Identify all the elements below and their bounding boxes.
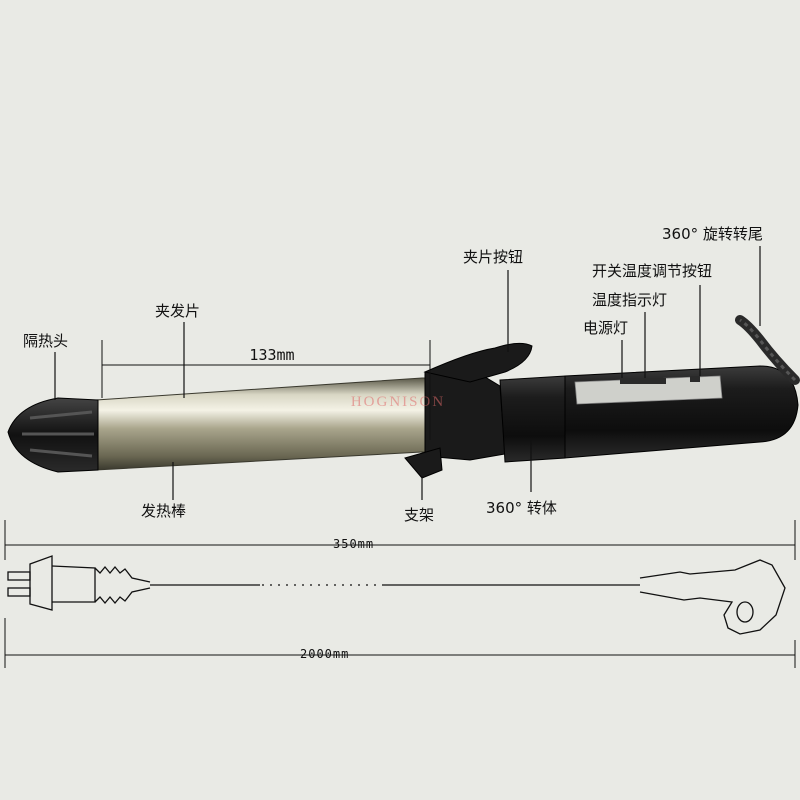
label-temp-indicator: 温度指示灯 (592, 291, 667, 309)
label-heating-rod: 发热棒 (141, 502, 186, 520)
cord-dimension: 2000mm (4, 618, 796, 668)
label-hair-clip: 夹发片 (155, 302, 200, 320)
label-power-light: 电源灯 (583, 319, 628, 337)
barrel-length-label: 133mm (249, 346, 294, 364)
barrel-dimension: 133mm (101, 340, 431, 440)
callout-lines (54, 246, 761, 500)
device-length-label: 350mm (333, 537, 374, 551)
cord-length-label: 2000mm (300, 647, 349, 661)
watermark: HOGNISON (351, 394, 445, 410)
plug (7, 555, 151, 611)
clip-lever (404, 342, 533, 479)
insulated-tip (7, 397, 99, 473)
label-stand: 支架 (404, 506, 434, 524)
label-rotating-tail: 360° 旋转转尾 (662, 225, 763, 243)
curler-outline (639, 559, 786, 635)
handle-body (424, 365, 799, 463)
label-swivel-body: 360° 转体 (486, 499, 557, 517)
label-insulated-tip: 隔热头 (23, 332, 68, 350)
device-dimension: 350mm (4, 520, 796, 560)
label-switch-temp-button: 开关温度调节按钮 (592, 262, 712, 280)
heating-barrel (95, 377, 431, 471)
label-clip-button: 夹片按钮 (463, 248, 523, 266)
power-cord-device (735, 315, 800, 385)
